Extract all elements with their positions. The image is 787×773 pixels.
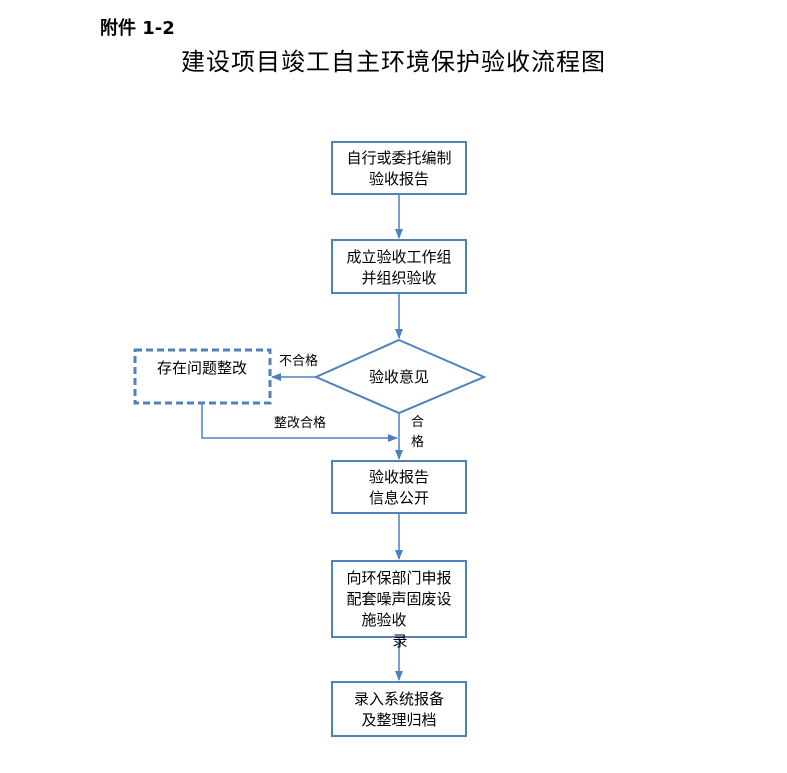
step3-line1: 验收报告 <box>369 468 429 486</box>
fail-label: 不合格 <box>279 353 318 369</box>
step-box-compile-report: 自行或委托编制 验收报告 <box>331 141 467 195</box>
step4-line2: 配套噪声固废设 <box>346 590 451 608</box>
attachment-label: 附件 1-2 <box>100 18 175 39</box>
rectify-box: 存在问题整改 <box>133 348 272 405</box>
step-box-archive: 录入系统报备 及整理归档 <box>331 681 467 737</box>
decision-diamond: 验收意见 <box>313 338 487 415</box>
step4-line3: 施验收 <box>361 611 406 629</box>
arrow-rectify-pass <box>201 403 398 442</box>
step-box-form-team: 成立验收工作组 并组织验收 <box>331 239 467 294</box>
step2-line1: 成立验收工作组 <box>346 248 451 266</box>
decision-label: 验收意见 <box>369 368 429 386</box>
step-box-publish-info: 验收报告 信息公开 <box>331 460 467 514</box>
step5-line1: 录入系统报备 <box>354 690 444 708</box>
pass-label-1: 合 <box>411 415 424 430</box>
step5-line2: 及整理归档 <box>361 711 436 729</box>
page-title: 建设项目竣工自主环境保护验收流程图 <box>181 48 606 76</box>
overflow-char: 录 <box>392 632 407 650</box>
rectify-pass-label: 整改合格 <box>274 415 326 431</box>
step4-line1: 向环保部门申报 <box>346 569 451 587</box>
rectify-label: 存在问题整改 <box>157 359 247 377</box>
step1-line2: 验收报告 <box>369 170 429 188</box>
step1-line1: 自行或委托编制 <box>346 149 451 167</box>
step3-line2: 信息公开 <box>369 489 429 507</box>
pass-label-2: 格 <box>411 434 424 450</box>
step2-line2: 并组织验收 <box>361 269 436 287</box>
step-box-declare: 向环保部门申报 配套噪声固废设 施验收 <box>331 560 467 638</box>
